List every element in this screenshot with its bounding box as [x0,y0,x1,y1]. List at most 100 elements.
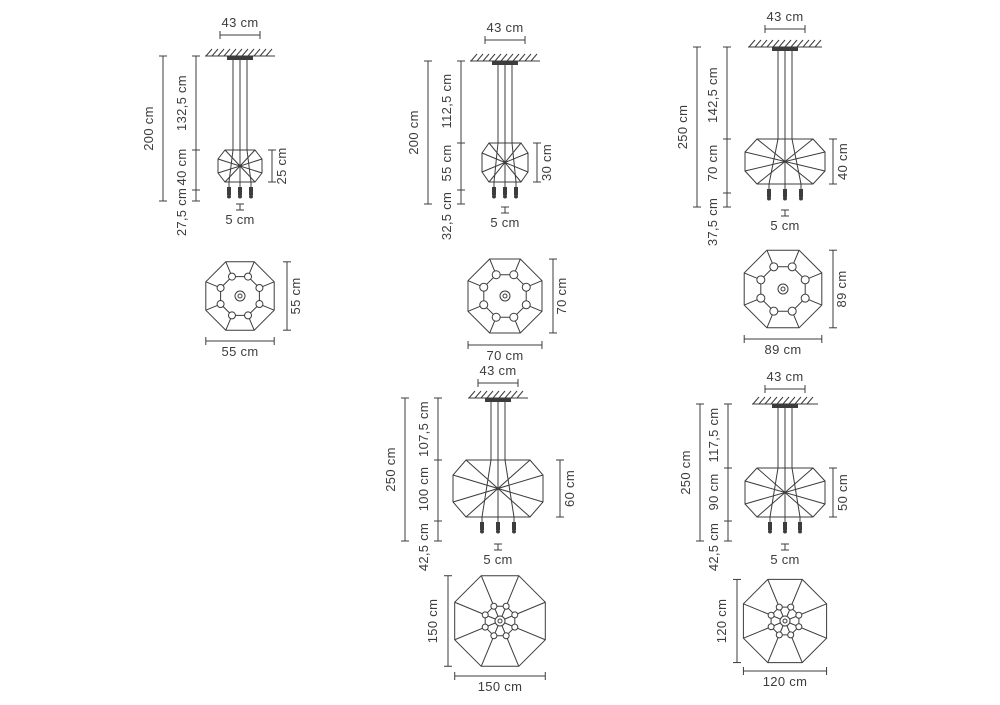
line [205,48,213,57]
pendant-length-dimension: 5 cm [770,543,799,567]
line [796,39,804,48]
line [486,390,494,399]
canopy-width-dimension: 43 cm [764,369,806,393]
pendant-length-dimension: 5 cm [770,209,799,233]
dimension-label: 55 cm [439,145,454,182]
dimension-label: 43 cm [480,363,517,378]
pendant-length-dimension: 5 cm [490,206,519,230]
line [470,53,478,62]
circle [491,312,501,322]
pendant-bulb [496,522,500,530]
line [217,48,225,57]
line [743,620,786,639]
line [253,48,261,57]
line [772,39,780,48]
circle [492,194,496,199]
lamp-body [744,138,826,185]
ceiling [752,396,818,405]
pendant-bulb [480,522,484,530]
line [246,149,252,183]
circle [787,631,795,639]
line [228,149,234,183]
line [766,39,774,48]
dimension-label: 55 cm [288,278,303,315]
line [758,396,766,405]
line [454,620,501,641]
suspension-cables [490,402,506,460]
dimension-label: 5 cm [490,215,519,230]
circle [497,618,503,624]
canopy-width-dimension: 43 cm [484,20,526,44]
line [784,620,827,639]
circle [249,194,253,199]
circle [499,290,511,302]
dimension-label: 5 cm [770,218,799,233]
line [776,396,784,405]
circle [490,632,498,640]
line [784,620,803,663]
dimension-label: 120 cm [763,674,807,689]
circle [494,615,506,627]
pendant-bulb [783,522,787,530]
pendant-bulb [227,187,231,195]
line [784,39,792,48]
line [504,459,515,518]
line [480,390,488,399]
line [743,603,786,622]
line [790,39,798,48]
line [499,620,546,641]
circle [227,311,236,320]
circle [512,529,516,534]
dimension-label: 42,5 cm [416,523,431,571]
circle [800,275,810,285]
circle [502,293,508,299]
circle [779,615,791,627]
ceiling [470,53,540,62]
line [770,396,778,405]
circle [481,611,489,619]
dimension-label: 112,5 cm [439,74,454,129]
line [499,601,546,622]
circle [511,623,519,631]
circle [768,529,772,534]
ceiling [468,390,528,399]
line [499,620,520,667]
dimension-label: 150 cm [478,679,522,694]
line [454,601,501,622]
circle [502,602,510,610]
outline [467,258,543,334]
dimension-label: 43 cm [487,20,524,35]
line [754,39,762,48]
circle [479,300,489,310]
circle [238,194,242,199]
circle [777,283,789,295]
circle [775,603,783,611]
circle [798,529,802,534]
dimension-label: 40 cm [174,149,189,186]
dimension-label: 70 cm [554,278,569,315]
circle [480,529,484,534]
line [512,53,520,62]
circle [491,270,501,280]
dimension-label: 43 cm [767,369,804,384]
canopy-width-dimension: 43 cm [764,9,806,33]
dimension-label: 50 cm [835,474,850,511]
pendant-length-dimension: 5 cm [483,543,512,567]
outline [743,249,823,329]
circle [244,311,253,320]
circle [767,196,771,201]
